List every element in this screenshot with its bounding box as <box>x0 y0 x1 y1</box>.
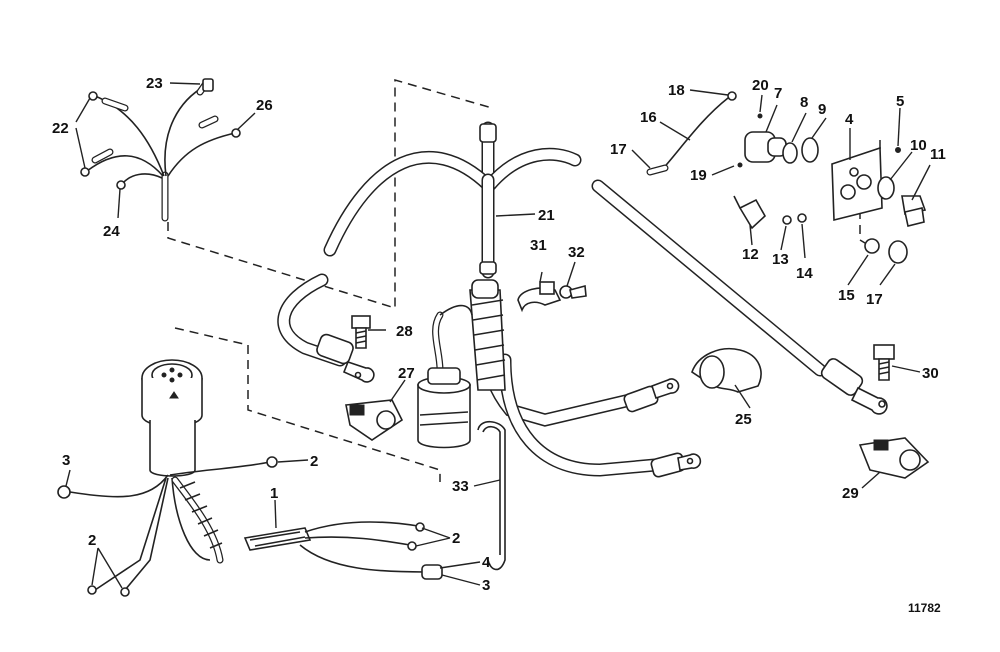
callout-27: 25 <box>735 411 752 428</box>
callout-15: 14 <box>796 265 813 282</box>
wire-assembly-1 <box>243 521 443 580</box>
callout-28: 26 <box>256 97 273 114</box>
callout-10: 9 <box>818 101 826 118</box>
callout-labels: 22 23 26 24 21 31 32 28 27 33 25 30 29 1… <box>52 75 946 615</box>
harness-connector-plug <box>141 359 203 477</box>
callout-8: 7 <box>774 85 782 102</box>
callout-16: 15 <box>838 287 855 304</box>
callout-14: 13 <box>772 251 789 268</box>
callout-6: 4 <box>845 111 854 128</box>
callout-5: 3 <box>62 452 70 469</box>
callout-3: 3 <box>482 577 490 594</box>
callout-2-bottom-left: 2 <box>88 532 96 549</box>
leader-lines <box>65 82 931 589</box>
callout-13: 12 <box>742 246 759 263</box>
terminal-boot-27 <box>691 348 762 393</box>
callout-7: 5 <box>896 93 904 110</box>
callout-33: 31 <box>530 237 547 254</box>
screw-34 <box>559 284 587 299</box>
callout-32: 30 <box>922 365 939 382</box>
callout-12: 11 <box>930 146 946 163</box>
callout-23: 21 <box>538 207 555 224</box>
callout-26: 24 <box>103 223 120 240</box>
bolt-32 <box>873 344 895 381</box>
callout-35: 33 <box>452 478 469 495</box>
callout-34: 32 <box>568 244 585 261</box>
callout-21: 19 <box>690 167 707 184</box>
ignition-switch-assembly <box>646 91 927 264</box>
callout-24: 22 <box>52 120 69 137</box>
bolt-30 <box>351 315 371 349</box>
wire-hanger-35 <box>477 420 506 571</box>
callout-11: 10 <box>910 137 927 154</box>
cable-clamp-33 <box>517 281 562 313</box>
callout-2-right: 2 <box>310 453 318 470</box>
callout-9: 8 <box>800 94 808 111</box>
battery-terminal-31 <box>858 437 930 479</box>
battery-terminal-29 <box>345 399 404 441</box>
callout-19: 17 <box>610 141 627 158</box>
callout-31: 29 <box>842 485 859 502</box>
gauge-wire-bundle <box>80 78 241 222</box>
callout-17: 17 <box>866 291 883 308</box>
callout-30: 28 <box>396 323 413 340</box>
callout-18: 16 <box>640 109 657 126</box>
callout-4: 4 <box>482 554 491 571</box>
callout-20: 18 <box>668 82 685 99</box>
bottom-left-wires <box>57 456 278 597</box>
callout-22: 20 <box>752 77 769 94</box>
callout-2-center: 2 <box>452 530 460 547</box>
main-cable-harness <box>277 121 888 478</box>
callout-1: 1 <box>270 485 278 502</box>
callout-25: 23 <box>146 75 163 92</box>
capacitor-filter <box>417 367 471 449</box>
figure-number: 11782 <box>908 601 941 615</box>
callout-29: 27 <box>398 365 415 382</box>
